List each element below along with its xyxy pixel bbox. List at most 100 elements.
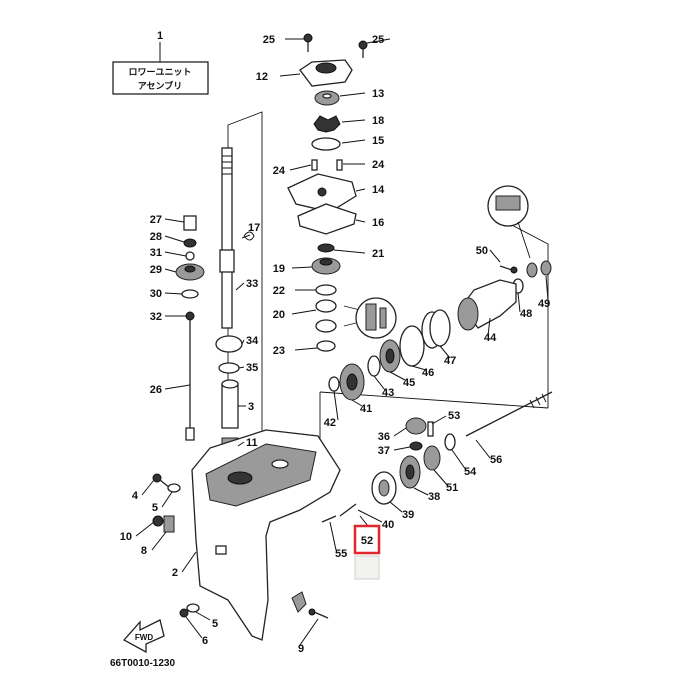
assembly-name-line2: アセンブリ xyxy=(138,80,183,91)
leader-line-20 xyxy=(291,309,317,315)
part-label-25[interactable]: 25 xyxy=(372,34,384,46)
leader-line-6 xyxy=(185,616,203,639)
part-label-21[interactable]: 21 xyxy=(372,248,384,260)
part-label-48[interactable]: 48 xyxy=(520,308,532,320)
leader-line-38 xyxy=(413,487,429,496)
part-label-23[interactable]: 23 xyxy=(273,345,285,357)
leader-line-50 xyxy=(489,249,501,263)
leader-line-33 xyxy=(235,282,245,291)
part-label-27[interactable]: 27 xyxy=(150,214,162,226)
part-label-55[interactable]: 55 xyxy=(335,548,347,560)
part-label-32[interactable]: 32 xyxy=(150,311,162,323)
leader-line-8 xyxy=(151,531,167,551)
part-label-24[interactable]: 24 xyxy=(273,165,286,177)
part-label-29[interactable]: 29 xyxy=(150,264,162,276)
leader-line-47 xyxy=(439,345,451,359)
leader-line-5 xyxy=(195,611,211,621)
assembly-number: 1 xyxy=(157,30,163,42)
part-label-17[interactable]: 17 xyxy=(248,222,260,234)
leader-line-11 xyxy=(237,441,245,447)
leader-line-24 xyxy=(289,164,312,171)
leader-line-29 xyxy=(164,268,177,273)
leader-line-35 xyxy=(238,366,245,369)
leader-line-25 xyxy=(366,38,391,44)
leader-line-42 xyxy=(333,390,339,421)
assembly-name-line1: ロワーユニット xyxy=(128,67,191,77)
leader-line-31 xyxy=(164,251,187,257)
part-label-26[interactable]: 26 xyxy=(150,384,162,396)
leader-line-19 xyxy=(291,266,313,269)
leader-line-15 xyxy=(341,139,366,144)
part-label-31[interactable]: 31 xyxy=(150,247,162,259)
part-label-20[interactable]: 20 xyxy=(273,309,285,321)
leader-line-34 xyxy=(241,339,245,345)
part-label-34[interactable]: 34 xyxy=(246,335,259,347)
propeller-shaft-group xyxy=(321,391,553,523)
leader-line-45 xyxy=(389,371,406,381)
part-label-53[interactable]: 53 xyxy=(448,410,460,422)
part-label-36[interactable]: 36 xyxy=(378,431,390,443)
lower-casing xyxy=(191,429,341,641)
part-label-8[interactable]: 8 xyxy=(141,545,147,557)
part-label-14[interactable]: 14 xyxy=(372,184,385,196)
part-label-30[interactable]: 30 xyxy=(150,288,162,300)
leader-line-4 xyxy=(141,479,155,496)
part-label-6[interactable]: 6 xyxy=(202,635,208,647)
part-label-45[interactable]: 45 xyxy=(403,377,415,389)
part-label-51[interactable]: 51 xyxy=(446,482,458,494)
part-label-50[interactable]: 50 xyxy=(476,245,488,257)
part-label-54[interactable]: 54 xyxy=(464,466,477,478)
part-label-43[interactable]: 43 xyxy=(382,387,394,399)
part-label-2[interactable]: 2 xyxy=(172,567,178,579)
part-label-5[interactable]: 5 xyxy=(152,502,158,514)
part-label-9[interactable]: 9 xyxy=(298,643,304,655)
part-label-37[interactable]: 37 xyxy=(378,445,390,457)
part-label-18[interactable]: 18 xyxy=(372,115,384,127)
leader-line-2 xyxy=(181,551,197,573)
part-label-4[interactable]: 4 xyxy=(132,490,139,502)
forward-arrow-icon: FWD xyxy=(122,619,165,654)
part-label-10[interactable]: 10 xyxy=(120,531,132,543)
part-label-25[interactable]: 25 xyxy=(263,34,275,46)
leader-line-41 xyxy=(351,399,363,407)
part-label-3[interactable]: 3 xyxy=(248,401,254,413)
casing-hardware xyxy=(152,473,329,619)
part-label-40[interactable]: 40 xyxy=(382,519,394,531)
part-label-39[interactable]: 39 xyxy=(402,509,414,521)
leader-line-23 xyxy=(294,347,318,351)
part-label-19[interactable]: 19 xyxy=(273,263,285,275)
part-label-44[interactable]: 44 xyxy=(484,332,497,344)
part-label-49[interactable]: 49 xyxy=(538,298,550,310)
leader-line-14 xyxy=(355,188,366,192)
leader-line-18 xyxy=(341,119,366,123)
leader-line-13 xyxy=(339,92,366,97)
part-label-35[interactable]: 35 xyxy=(246,362,258,374)
leader-line-17 xyxy=(241,234,251,239)
highlighted-part[interactable]: 52 xyxy=(353,515,381,580)
part-label-12[interactable]: 12 xyxy=(256,71,268,83)
part-label-15[interactable]: 15 xyxy=(372,135,384,147)
leader-line-16 xyxy=(355,219,366,223)
leader-line-28 xyxy=(164,235,185,243)
part-label-47[interactable]: 47 xyxy=(444,355,456,367)
part-label-33[interactable]: 33 xyxy=(246,278,258,290)
leader-line-46 xyxy=(411,365,427,371)
part-label-41[interactable]: 41 xyxy=(360,403,372,415)
leader-line-40 xyxy=(357,509,383,523)
part-label-24[interactable]: 24 xyxy=(372,159,385,171)
part-label-38[interactable]: 38 xyxy=(428,491,440,503)
leader-line-43 xyxy=(373,375,386,391)
part-label-56[interactable]: 56 xyxy=(490,454,502,466)
part-label-16[interactable]: 16 xyxy=(372,217,384,229)
part-label-46[interactable]: 46 xyxy=(422,367,434,379)
part-label-22[interactable]: 22 xyxy=(273,285,285,297)
part-label-42[interactable]: 42 xyxy=(324,417,336,429)
part-label-28[interactable]: 28 xyxy=(150,231,162,243)
part-label-5[interactable]: 5 xyxy=(212,618,218,630)
leader-line-36 xyxy=(393,427,407,437)
part-label-13[interactable]: 13 xyxy=(372,88,384,100)
part-label-11[interactable]: 11 xyxy=(246,437,258,449)
assembly-box: 1 ロワーユニット アセンブリ xyxy=(112,30,209,95)
